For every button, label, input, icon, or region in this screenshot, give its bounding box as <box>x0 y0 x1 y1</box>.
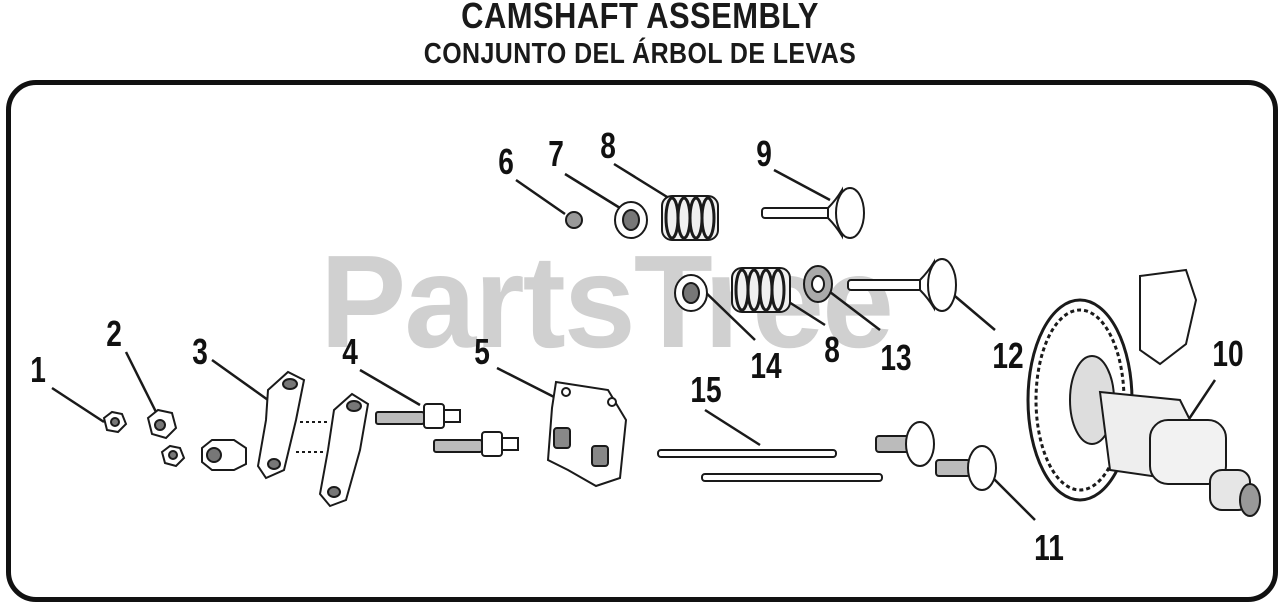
part-8-valve-spring-lower <box>731 267 791 313</box>
part-11-tappets <box>875 421 997 491</box>
callout-8-upper: 8 <box>600 125 616 166</box>
diagram-title: CAMSHAFT ASSEMBLY <box>461 0 819 36</box>
part-3-rocker-arms <box>256 370 370 508</box>
callout-2: 2 <box>106 313 122 354</box>
callout-6: 6 <box>498 141 514 182</box>
callout-11: 11 <box>1034 527 1064 568</box>
callout-7: 7 <box>548 133 564 174</box>
part-14-spring-retainer <box>674 274 708 312</box>
callout-13: 13 <box>880 337 912 378</box>
part-2-adjusting-nuts <box>146 408 247 471</box>
callout-15: 15 <box>690 369 722 410</box>
callout-10: 10 <box>1212 333 1244 374</box>
callout-4: 4 <box>342 331 358 372</box>
part-15-push-rods <box>657 449 883 482</box>
part-12-valve <box>847 258 957 312</box>
part-9-valve <box>761 186 865 240</box>
callout-9: 9 <box>756 133 772 174</box>
part-8-valve-spring-upper <box>661 195 719 241</box>
part-6-retainer-lock <box>565 211 583 229</box>
callout-1: 1 <box>30 349 46 390</box>
part-13-valve-seal <box>803 265 833 303</box>
callout-12: 12 <box>992 335 1024 376</box>
callout-8-lower: 8 <box>824 329 840 370</box>
part-10-camshaft-gear <box>1026 268 1261 517</box>
diagram-subtitle: CONJUNTO DEL ÁRBOL DE LEVAS <box>423 38 857 70</box>
part-1-hex-nut <box>102 410 128 434</box>
part-4-rocker-studs <box>375 403 519 457</box>
partstree-watermark: PartsTree <box>320 228 894 375</box>
callout-3: 3 <box>192 331 208 372</box>
part-7-spring-retainer <box>614 201 648 239</box>
callout-14: 14 <box>750 345 782 386</box>
part-5-guide-plate <box>546 380 628 488</box>
callout-5: 5 <box>474 331 490 372</box>
